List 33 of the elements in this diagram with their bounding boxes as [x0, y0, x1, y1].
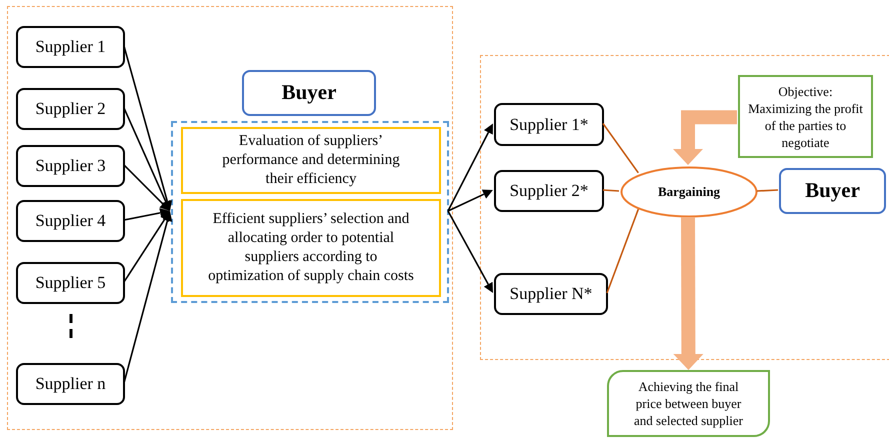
supplier-box: Supplier 5 [16, 262, 125, 304]
arrow [123, 211, 172, 384]
buyer-box: Buyer [242, 70, 376, 116]
result-box: Achieving the final price between buyer and selected supplier [607, 370, 770, 437]
arrow [123, 108, 170, 212]
arrow [447, 124, 493, 212]
arrow [124, 208, 170, 221]
arrow [123, 164, 170, 211]
process-box: Evaluation of suppliers’ performance and determining their efficiency [181, 127, 441, 194]
dashed-panel [7, 6, 453, 430]
process-box: Efficient suppliers’ selection and allocating order to potential suppliers according to optimization of supply chain costs [181, 199, 441, 297]
connector-line [606, 208, 640, 294]
supplier-box: Supplier 1* [494, 103, 604, 146]
block-arrow [673, 216, 704, 370]
supplier-box: Supplier 2* [494, 170, 604, 212]
arrow [123, 211, 170, 282]
bargaining-ellipse: Bargaining [620, 166, 758, 218]
connector-line [602, 123, 639, 174]
dashed-panel [480, 55, 889, 360]
supplier-box: Supplier N* [494, 273, 608, 315]
dashed-group-frame [171, 121, 449, 303]
connector-line [602, 189, 620, 192]
supplier-box: Supplier 1 [16, 26, 125, 68]
connector-line [756, 189, 778, 192]
supplier-box: Supplier 3 [16, 145, 125, 187]
supplier-box: Supplier n [16, 363, 125, 405]
objective-box: Objective: Maximizing the profit of the parties to negotiate [738, 75, 873, 158]
arrow [448, 190, 493, 212]
buyer-box: Buyer [779, 168, 886, 214]
arrow [447, 210, 494, 293]
supplier-box: Supplier 4 [16, 200, 125, 242]
supplier-box: Supplier 2 [16, 88, 125, 130]
arrow [123, 46, 172, 212]
